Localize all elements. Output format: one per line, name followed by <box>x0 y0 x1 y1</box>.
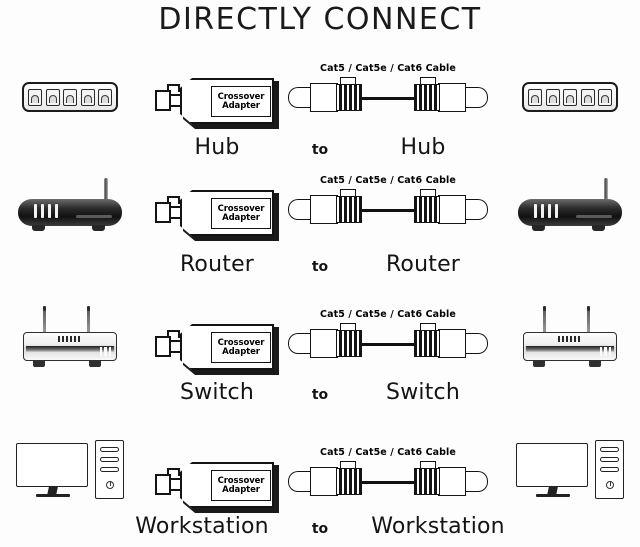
antenna-icon <box>42 306 46 344</box>
crossover-adapter-switch: Crossover Adapter <box>155 320 280 376</box>
workstation-icon <box>16 440 124 502</box>
rj45-connector-icon <box>288 189 366 224</box>
hub-port-icon <box>45 88 60 106</box>
tower-icon <box>595 440 624 499</box>
rj45-connector-icon <box>410 461 488 496</box>
diagram-row-workstation: Crossover Adapter Cat5 / Cat5e / Cat6 Ca… <box>0 416 640 547</box>
crossover-adapter-label: Crossover Adapter <box>211 198 271 229</box>
ethernet-cable-switch: Cat5 / Cat5e / Cat6 Cable <box>288 309 488 364</box>
led-indicators <box>558 336 580 342</box>
hub-port-icon <box>545 88 560 106</box>
adapter-line-2: Adapter <box>222 346 260 357</box>
crossover-adapter-workstation: Crossover Adapter <box>155 458 280 514</box>
crossover-adapter-label: Crossover Adapter <box>211 470 271 501</box>
led-indicators <box>58 336 80 342</box>
hub-icon <box>522 82 618 112</box>
adapter-line-2: Adapter <box>222 100 260 111</box>
switch-icon <box>523 306 617 368</box>
hub-port-icon <box>63 88 77 106</box>
caption-left-label: Workstation <box>135 514 269 539</box>
hub-port-icon <box>580 88 595 106</box>
caption-right-label: Workstation <box>371 514 505 539</box>
caption-connector-word: to <box>311 259 329 275</box>
rj45-connector-icon <box>410 189 488 224</box>
led-indicators <box>534 204 558 218</box>
adapter-line-1: Crossover <box>217 91 265 102</box>
caption-right-label: Switch <box>386 380 460 405</box>
cable-label: Cat5 / Cat5e / Cat6 Cable <box>320 309 456 320</box>
hub-port-icon <box>28 88 42 106</box>
antenna-icon <box>604 178 608 212</box>
tower-icon <box>95 440 124 499</box>
caption-right-label: Hub <box>400 135 446 160</box>
adapter-line-1: Crossover <box>217 203 265 214</box>
caption-hub: Hub to Hub <box>130 135 510 160</box>
antenna-icon <box>542 306 546 344</box>
hub-icon <box>22 82 118 112</box>
rj45-connector-icon <box>410 77 488 112</box>
hub-port-icon <box>98 88 112 106</box>
caption-connector-word: to <box>311 387 329 403</box>
workstation-icon <box>516 440 624 502</box>
diagram-row-hub: Crossover Adapter Cat5 / Cat5e / Cat6 Ca… <box>0 60 640 170</box>
rj45-connector-icon <box>410 323 488 358</box>
crossover-adapter-label: Crossover Adapter <box>211 332 271 363</box>
hub-port-icon <box>598 88 612 106</box>
switch-icon <box>23 306 117 368</box>
cable-label: Cat5 / Cat5e / Cat6 Cable <box>320 63 456 74</box>
antenna-icon <box>586 306 590 344</box>
antenna-icon <box>86 306 90 344</box>
ethernet-cable-router: Cat5 / Cat5e / Cat6 Cable <box>288 175 488 230</box>
adapter-line-1: Crossover <box>217 475 265 486</box>
adapter-line-2: Adapter <box>222 484 260 495</box>
caption-right-label: Router <box>385 252 461 277</box>
cable-label: Cat5 / Cat5e / Cat6 Cable <box>320 447 456 458</box>
router-icon <box>18 178 122 234</box>
cable-label: Cat5 / Cat5e / Cat6 Cable <box>320 175 456 186</box>
crossover-adapter-label: Crossover Adapter <box>211 86 271 117</box>
monitor-icon <box>516 443 588 487</box>
caption-connector-word: to <box>311 142 329 158</box>
power-button-icon <box>106 480 114 489</box>
crossover-adapter-router: Crossover Adapter <box>155 186 280 242</box>
adapter-line-2: Adapter <box>222 212 260 223</box>
crossover-adapter-hub: Crossover Adapter <box>155 74 280 130</box>
rj45-connector-icon <box>288 461 366 496</box>
led-indicators <box>599 347 611 356</box>
caption-connector-word: to <box>311 521 329 537</box>
caption-left-label: Switch <box>180 380 254 405</box>
diagram-row-switch: Crossover Adapter Cat5 / Cat5e / Cat6 Ca… <box>0 288 640 416</box>
rj45-connector-icon <box>288 77 366 112</box>
caption-switch: Switch to Switch <box>130 380 510 405</box>
monitor-icon <box>16 443 88 487</box>
antenna-icon <box>104 178 108 212</box>
caption-router: Router to Router <box>130 252 510 277</box>
ethernet-cable-workstation: Cat5 / Cat5e / Cat6 Cable <box>288 447 488 502</box>
power-button-icon <box>606 480 614 489</box>
ethernet-cable-hub: Cat5 / Cat5e / Cat6 Cable <box>288 63 488 118</box>
caption-left-label: Router <box>179 252 255 277</box>
rj45-connector-icon <box>288 323 366 358</box>
hub-port-icon <box>563 88 577 106</box>
adapter-line-1: Crossover <box>217 337 265 348</box>
led-indicators <box>99 347 111 356</box>
diagram-row-router: Crossover Adapter Cat5 / Cat5e / Cat6 Ca… <box>0 170 640 288</box>
page-title: DIRECTLY CONNECT <box>158 2 482 37</box>
hub-port-icon <box>80 88 95 106</box>
caption-workstation: Workstation to Workstation <box>100 514 540 539</box>
led-indicators <box>34 204 58 218</box>
hub-port-icon <box>528 88 542 106</box>
caption-left-label: Hub <box>194 135 240 160</box>
router-icon <box>518 178 622 234</box>
